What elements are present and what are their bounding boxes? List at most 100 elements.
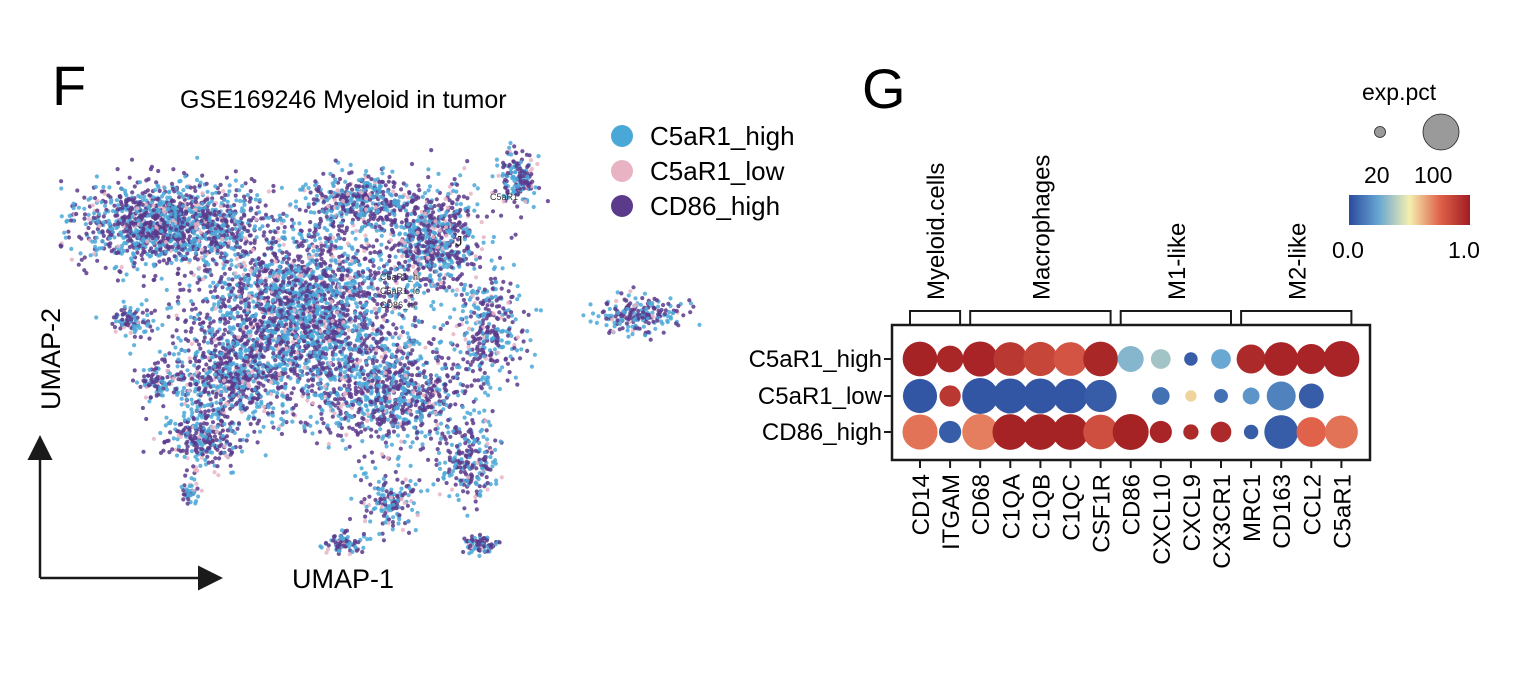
umap-point <box>345 281 350 286</box>
umap-point <box>341 320 346 325</box>
umap-point <box>238 294 243 299</box>
umap-point <box>93 196 98 201</box>
umap-point <box>410 440 415 445</box>
umap-point <box>389 403 394 409</box>
umap-point <box>404 344 409 349</box>
umap-point <box>197 265 202 270</box>
umap-point <box>446 356 451 361</box>
umap-point <box>312 354 317 359</box>
umap-point <box>365 408 370 413</box>
umap-point <box>430 349 436 355</box>
umap-point <box>143 262 148 267</box>
umap-point <box>219 201 224 206</box>
umap-point <box>363 333 368 338</box>
umap-point <box>341 291 346 296</box>
umap-point <box>166 246 171 251</box>
umap-point <box>379 337 384 342</box>
umap-point <box>288 202 293 207</box>
umap-point <box>362 376 367 381</box>
umap-point <box>176 217 182 222</box>
umap-point <box>431 307 436 312</box>
umap-point <box>407 191 412 196</box>
umap-point <box>200 208 206 214</box>
umap-point <box>444 402 449 408</box>
umap-point <box>144 178 149 183</box>
umap-point <box>206 201 211 206</box>
umap-point <box>189 307 195 312</box>
umap-point <box>152 277 157 282</box>
umap-point <box>438 326 443 331</box>
umap-point <box>180 220 185 225</box>
umap-point <box>200 299 206 304</box>
umap-point <box>376 369 381 374</box>
umap-point <box>275 218 280 223</box>
umap-point <box>181 239 186 244</box>
umap-point <box>337 313 342 318</box>
umap-point <box>474 275 479 280</box>
umap-point <box>244 250 249 255</box>
umap-point <box>394 349 400 354</box>
umap-point <box>271 189 276 194</box>
umap-point <box>440 366 445 371</box>
umap-point <box>220 218 225 223</box>
umap-point <box>295 315 300 320</box>
umap-point <box>145 188 150 193</box>
umap-point <box>62 230 67 235</box>
umap-point <box>388 414 393 419</box>
umap-point <box>132 184 137 189</box>
umap-point <box>142 194 147 199</box>
umap-point <box>133 242 138 247</box>
umap-point <box>242 194 247 199</box>
umap-point <box>264 289 269 294</box>
umap-point <box>396 242 401 247</box>
umap-point <box>327 393 332 399</box>
umap-point <box>180 257 186 262</box>
umap-point <box>193 199 199 205</box>
umap-point <box>188 185 193 190</box>
umap-point <box>347 289 352 294</box>
umap-point <box>112 222 117 227</box>
umap-point <box>408 444 413 449</box>
umap-point <box>281 242 286 247</box>
umap-point <box>212 202 217 207</box>
umap-point <box>226 276 231 282</box>
umap-point <box>425 398 430 403</box>
umap-point <box>129 256 134 261</box>
umap-point <box>116 244 121 249</box>
umap-point <box>435 188 440 193</box>
umap-point <box>252 227 257 232</box>
umap-point <box>411 390 416 395</box>
umap-point <box>222 197 227 202</box>
umap-point <box>248 206 254 211</box>
umap-point <box>372 306 377 311</box>
umap-point <box>354 361 359 366</box>
umap-point <box>451 375 456 380</box>
umap-point <box>340 268 345 273</box>
umap-point <box>381 264 387 269</box>
umap-point <box>252 240 257 245</box>
umap-point <box>407 263 412 268</box>
umap-point <box>218 309 223 314</box>
umap-point <box>229 262 234 268</box>
umap-point <box>333 352 338 357</box>
umap-point <box>107 236 113 241</box>
umap-point <box>434 457 439 463</box>
umap-point <box>319 416 324 421</box>
umap-point <box>263 203 268 208</box>
umap-point <box>153 233 158 238</box>
umap-point <box>307 243 312 248</box>
umap-point <box>313 238 318 243</box>
umap-point <box>463 389 468 394</box>
umap-point <box>266 303 271 308</box>
umap-point <box>259 290 264 295</box>
umap-point <box>473 254 478 259</box>
umap-point <box>241 282 246 287</box>
umap-point <box>222 263 227 268</box>
umap-point <box>242 225 247 230</box>
umap-point <box>169 181 175 186</box>
umap-point <box>193 188 198 193</box>
umap-point <box>423 345 428 350</box>
umap-point <box>88 253 93 258</box>
umap-point <box>223 304 228 309</box>
umap-point <box>225 259 230 264</box>
